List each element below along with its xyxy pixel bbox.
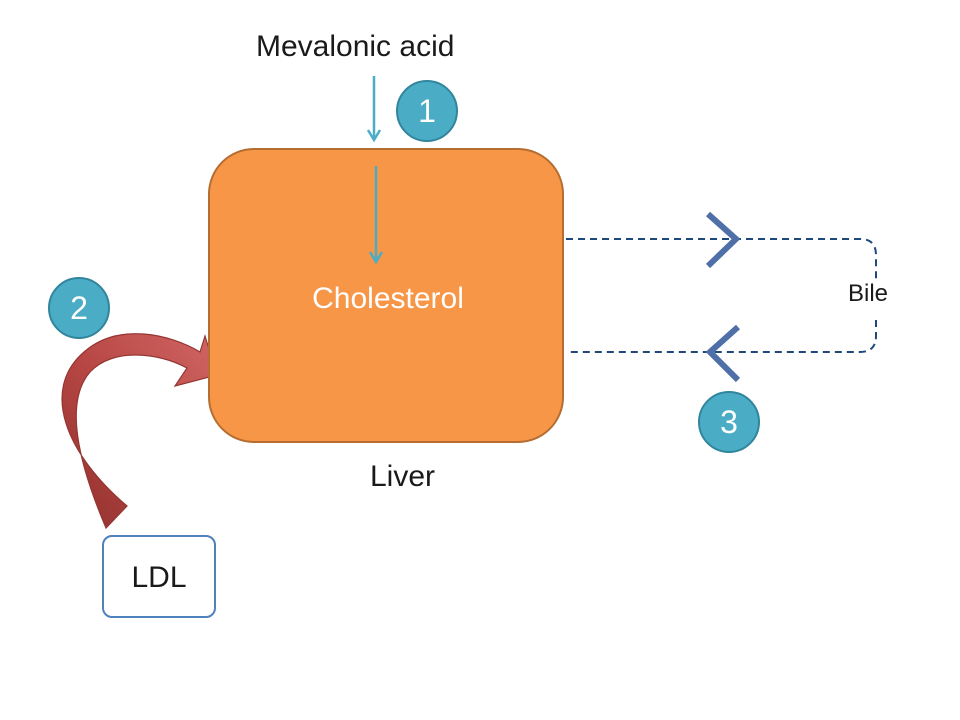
- step-badge-3: 3: [698, 391, 760, 453]
- liver-box: Cholesterol: [208, 148, 564, 443]
- bile-outflow-chevron: [705, 211, 741, 269]
- bile-return: [566, 320, 877, 353]
- mevalonic-arrow-upper: [366, 76, 382, 143]
- cholesterol-label: Cholesterol: [312, 282, 464, 315]
- ldl-label: LDL: [131, 561, 187, 594]
- ldl-box: LDL: [102, 535, 216, 618]
- mevalonic-arrow-inner: [368, 166, 384, 265]
- liver-label: Liver: [370, 460, 436, 493]
- ldl-uptake-arrow: [61, 333, 218, 530]
- bile-label: Bile: [846, 280, 891, 308]
- mevalonic-acid-label: Mevalonic acid: [256, 30, 455, 63]
- bile-loop: [566, 238, 877, 281]
- bile-return-chevron: [705, 324, 741, 383]
- step-badge-1: 1: [396, 80, 458, 142]
- step-badge-2: 2: [48, 277, 110, 339]
